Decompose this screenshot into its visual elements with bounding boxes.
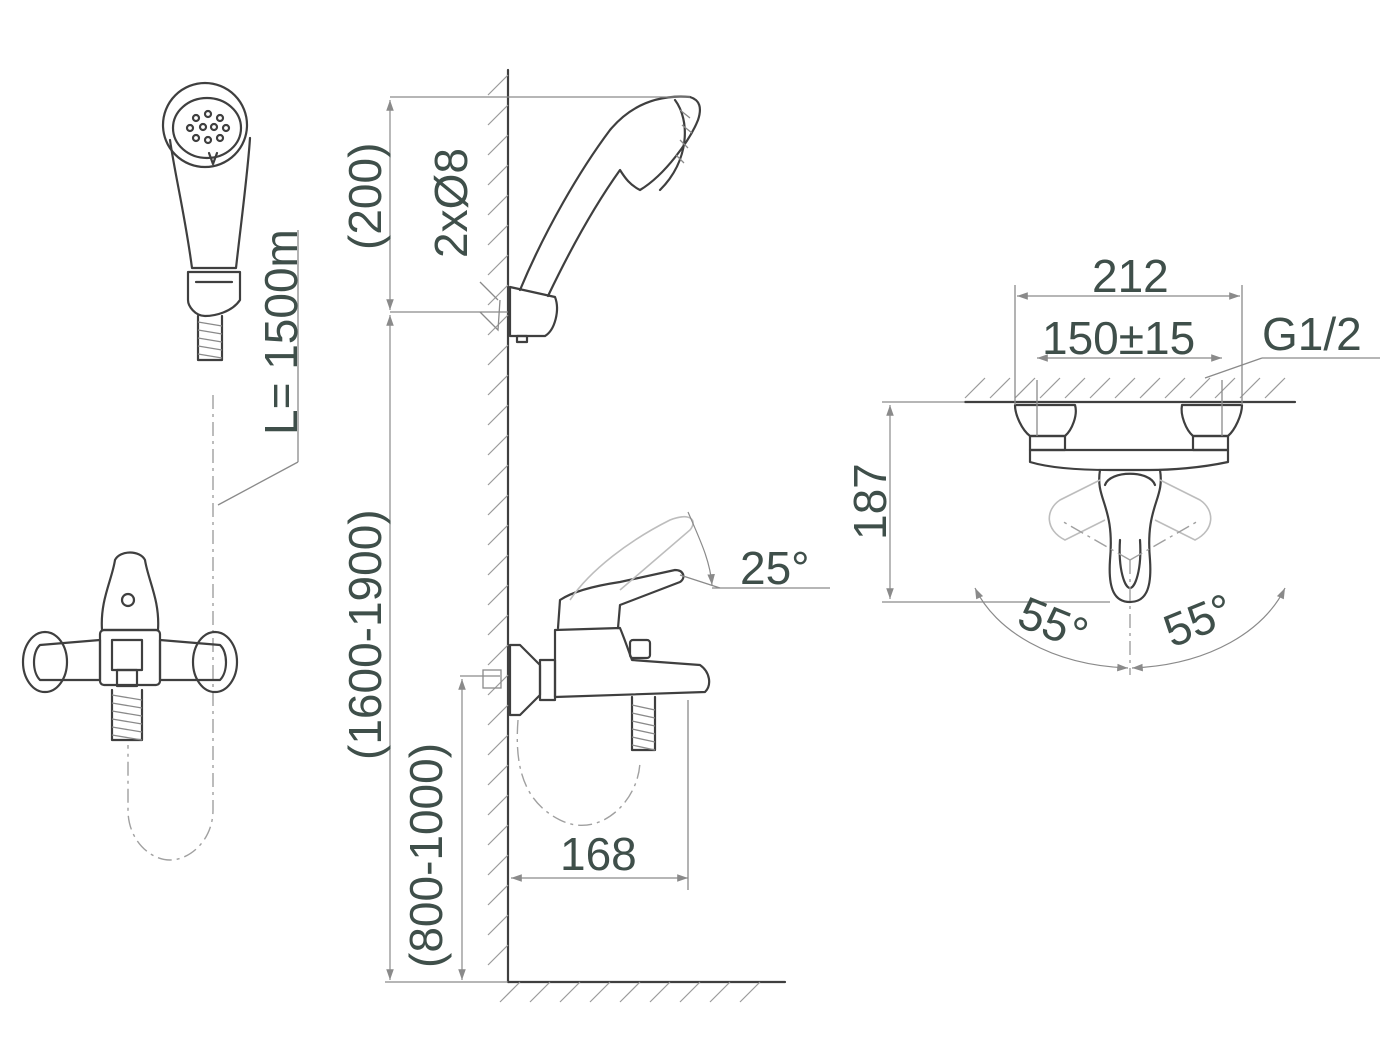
hand-shower-front (161, 81, 252, 362)
mixer-depth-label: 187 (844, 463, 896, 540)
holder-spacing-label: (200) (339, 143, 391, 250)
inlet-centers-label: 150±15 (1042, 312, 1195, 364)
mixer-side (508, 515, 711, 752)
hose-path (127, 395, 214, 861)
side-view (385, 68, 830, 1003)
mixer-height-label: (800-1000) (400, 743, 452, 968)
shower-height-label: (1600-1900) (339, 509, 391, 760)
mixer-top (1013, 403, 1244, 604)
front-view (21, 81, 299, 861)
lever-angle-label: 25° (740, 542, 810, 594)
mixer-front (21, 551, 239, 742)
top-view (882, 285, 1380, 675)
width-total-label: 212 (1092, 250, 1169, 302)
thread-label: G1/2 (1262, 308, 1362, 360)
wall-hatching (487, 74, 761, 1003)
rotation-right-label: 55° (1156, 583, 1240, 657)
shower-holder-side (508, 95, 701, 344)
spout-projection-label: 168 (560, 828, 637, 880)
rotation-left-label: 55° (1011, 586, 1095, 660)
screws-label: 2xØ8 (425, 148, 477, 258)
hose-length-label: L= 1500m (255, 229, 307, 435)
